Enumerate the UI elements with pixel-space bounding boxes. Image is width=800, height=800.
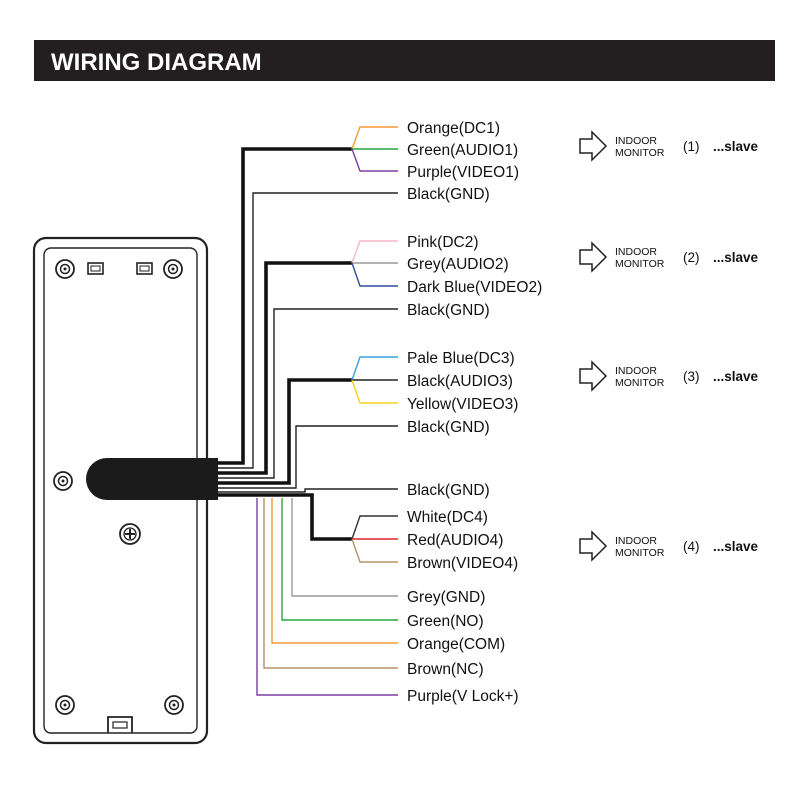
label-2-2: Grey(AUDIO2): [407, 256, 509, 273]
wire-1-1: [351, 126, 398, 150]
wire-bundle-3: [218, 378, 352, 485]
label-lock-4: Brown(NC): [407, 661, 484, 678]
lock-wire-1: [291, 498, 398, 597]
wire-1-3: [351, 148, 398, 172]
slot-left-icon: [87, 262, 104, 275]
label-lock-3: Orange(COM): [407, 636, 505, 653]
label-1-1: Orange(DC1): [407, 120, 500, 137]
labels-layer: Orange(DC1) Green(AUDIO1) Purple(VIDEO1) Bl…: [407, 120, 542, 705]
monitor-number: (4): [683, 539, 700, 554]
monitor-line2: MONITOR: [615, 547, 665, 559]
monitor-line1: INDOOR: [615, 535, 657, 547]
monitor-slave-label: ...slave: [713, 139, 759, 154]
monitor-line1: INDOOR: [615, 246, 657, 258]
arrow-right-icon: [579, 530, 608, 562]
label-2-1: Pink(DC2): [407, 234, 478, 251]
center-screw-icon: [119, 523, 141, 545]
wire-4-1: [351, 515, 398, 540]
lock-wire-4: [263, 498, 398, 669]
wires-layer: [218, 126, 398, 696]
label-2-3: Dark Blue(VIDEO2): [407, 279, 542, 296]
slot-right-icon: [136, 262, 153, 275]
monitor-line2: MONITOR: [615, 258, 665, 270]
screw-top-right-icon: [163, 259, 183, 279]
lock-wire-3: [271, 498, 398, 644]
wire-bundle-4: [218, 493, 352, 541]
wire-3-1: [351, 356, 398, 381]
monitor-line1: INDOOR: [615, 365, 657, 377]
label-gnd-4: Black(GND): [407, 482, 490, 499]
screw-middle-left-icon: [53, 471, 73, 491]
wire-gnd-4: [218, 488, 398, 493]
label-4-3: Brown(VIDEO4): [407, 555, 518, 572]
wire-bundle-1: [218, 147, 352, 465]
arrow-right-icon: [579, 360, 608, 392]
diagram-title: WIRING DIAGRAM: [51, 49, 262, 76]
screw-top-left-icon: [55, 259, 75, 279]
label-3-2: Black(AUDIO3): [407, 373, 513, 390]
monitor-line2: MONITOR: [615, 147, 665, 159]
monitor-slave-label: ...slave: [713, 539, 759, 554]
screw-bottom-left-icon: [55, 695, 75, 715]
label-4-2: Red(AUDIO4): [407, 532, 503, 549]
arrow-right-icon: [579, 130, 608, 162]
wire-4-3: [351, 538, 398, 563]
wire-3-3: [351, 379, 398, 404]
wire-gnd-1: [218, 192, 398, 469]
label-3-3: Yellow(VIDEO3): [407, 396, 518, 413]
wire-gnd-2: [218, 308, 398, 479]
label-gnd-2: Black(GND): [407, 302, 490, 319]
monitor-line1: INDOOR: [615, 135, 657, 147]
label-3-1: Pale Blue(DC3): [407, 350, 515, 367]
wire-gnd-3: [218, 425, 398, 489]
screw-bottom-right-icon: [164, 695, 184, 715]
wire-bundle-2: [218, 261, 352, 475]
label-1-2: Green(AUDIO1): [407, 142, 518, 159]
title-bar: [34, 40, 775, 81]
monitor-layer: INDOORMONITOR(1)...slaveINDOORMONITOR(2)…: [579, 130, 759, 562]
label-gnd-3: Black(GND): [407, 419, 490, 436]
cable-sleeve: [86, 458, 218, 500]
label-lock-1: Grey(GND): [407, 589, 485, 606]
monitor-slave-label: ...slave: [713, 250, 759, 265]
arrow-right-icon: [579, 241, 608, 273]
label-4-1: White(DC4): [407, 509, 488, 526]
label-lock-2: Green(NO): [407, 613, 484, 630]
label-gnd-1: Black(GND): [407, 186, 490, 203]
wire-2-1: [351, 240, 398, 264]
label-lock-5: Purple(V Lock+): [407, 688, 519, 705]
monitor-number: (3): [683, 369, 700, 384]
wire-2-3: [351, 262, 398, 287]
lock-wire-5: [256, 498, 398, 696]
monitor-number: (2): [683, 250, 700, 265]
monitor-line2: MONITOR: [615, 377, 665, 389]
lock-wire-2: [281, 498, 398, 621]
monitor-number: (1): [683, 139, 700, 154]
monitor-slave-label: ...slave: [713, 369, 759, 384]
bottom-latch-icon: [107, 716, 133, 733]
label-1-3: Purple(VIDEO1): [407, 164, 519, 181]
